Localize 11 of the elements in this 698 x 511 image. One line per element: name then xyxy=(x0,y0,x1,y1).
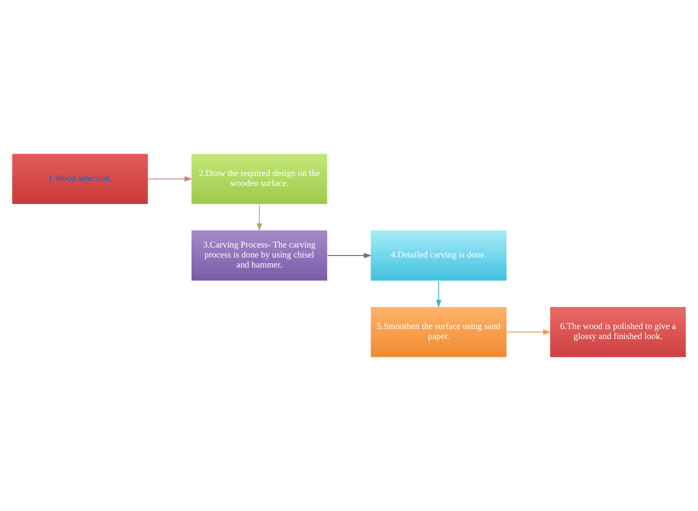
node-box: 2.Draw the required design on the wooden surface. xyxy=(190,152,328,205)
arrow xyxy=(256,204,262,232)
node-box: 5.Smoothen the surface using sand paper. xyxy=(370,306,508,358)
node-box: 4.Detailed carving is done. xyxy=(370,230,508,282)
arrow xyxy=(436,280,442,308)
arrow xyxy=(327,252,372,258)
node-box: 3.Carving Process- The carving process is done by using chisel and hammer. xyxy=(190,230,328,282)
arrow xyxy=(148,176,192,182)
node-box: 6.The wood is polished to give a glossy and finished look. xyxy=(549,306,687,358)
arrow xyxy=(506,329,551,335)
node-box: 1.Wood selection. xyxy=(11,152,149,205)
